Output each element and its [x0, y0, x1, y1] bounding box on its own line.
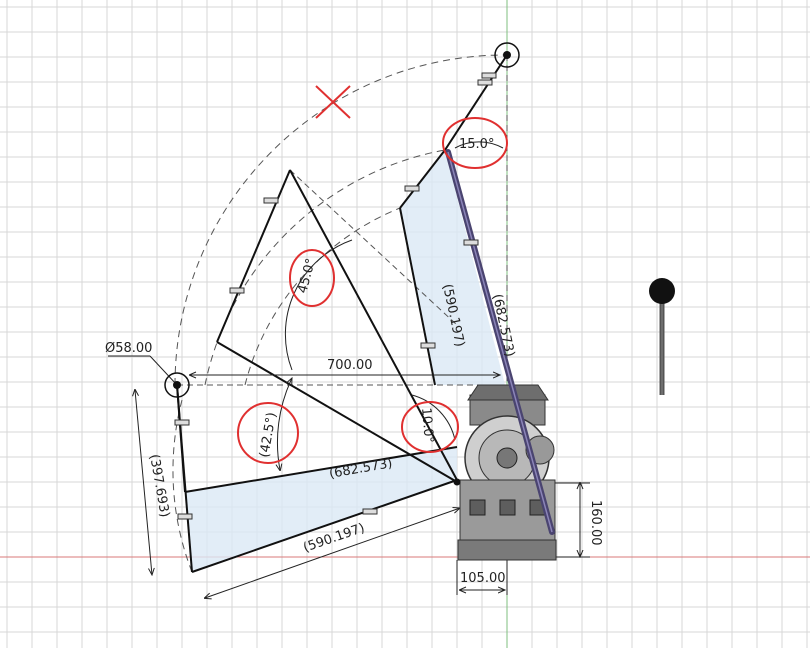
- angle-highlight-middle: [289, 249, 335, 307]
- center-point-icon[interactable]: [164, 372, 190, 398]
- joystick-icon[interactable]: [649, 278, 675, 395]
- angle-highlight-top: [442, 117, 508, 169]
- dim-diameter[interactable]: Ø58.00: [105, 341, 152, 356]
- middle-arc: [204, 149, 446, 386]
- angle-small[interactable]: 10.0°: [418, 407, 436, 444]
- motor-assembly[interactable]: [457, 384, 557, 561]
- center-point-icon: [503, 51, 511, 59]
- lower-arc: [172, 399, 193, 573]
- angle-left[interactable]: (42.5°): [257, 411, 280, 459]
- upper-arm-profile[interactable]: [400, 150, 505, 385]
- angle-highlight-left: [237, 402, 299, 464]
- sketch-point[interactable]: [453, 478, 461, 486]
- dim-height[interactable]: 160.00: [588, 500, 603, 546]
- dim-horizontal-length[interactable]: 700.00: [327, 358, 373, 373]
- angle-middle[interactable]: 45.0°: [295, 257, 319, 295]
- lower-arm-profile[interactable]: [185, 447, 457, 572]
- construction-line: [289, 169, 458, 326]
- center-point-icon[interactable]: [494, 42, 520, 68]
- dim-width[interactable]: 105.00: [460, 571, 506, 586]
- constraint-icon[interactable]: [174, 72, 497, 520]
- inner-arc: [244, 207, 401, 386]
- delete-marker-icon[interactable]: [315, 85, 351, 119]
- dim-offset[interactable]: (397.693): [146, 453, 172, 519]
- selected-arm-outline: [447, 151, 553, 533]
- angle-highlight-small: [401, 401, 459, 453]
- center-point-icon: [173, 381, 181, 389]
- outer-arc: [174, 54, 508, 386]
- angle-top[interactable]: 15.0°: [459, 137, 494, 152]
